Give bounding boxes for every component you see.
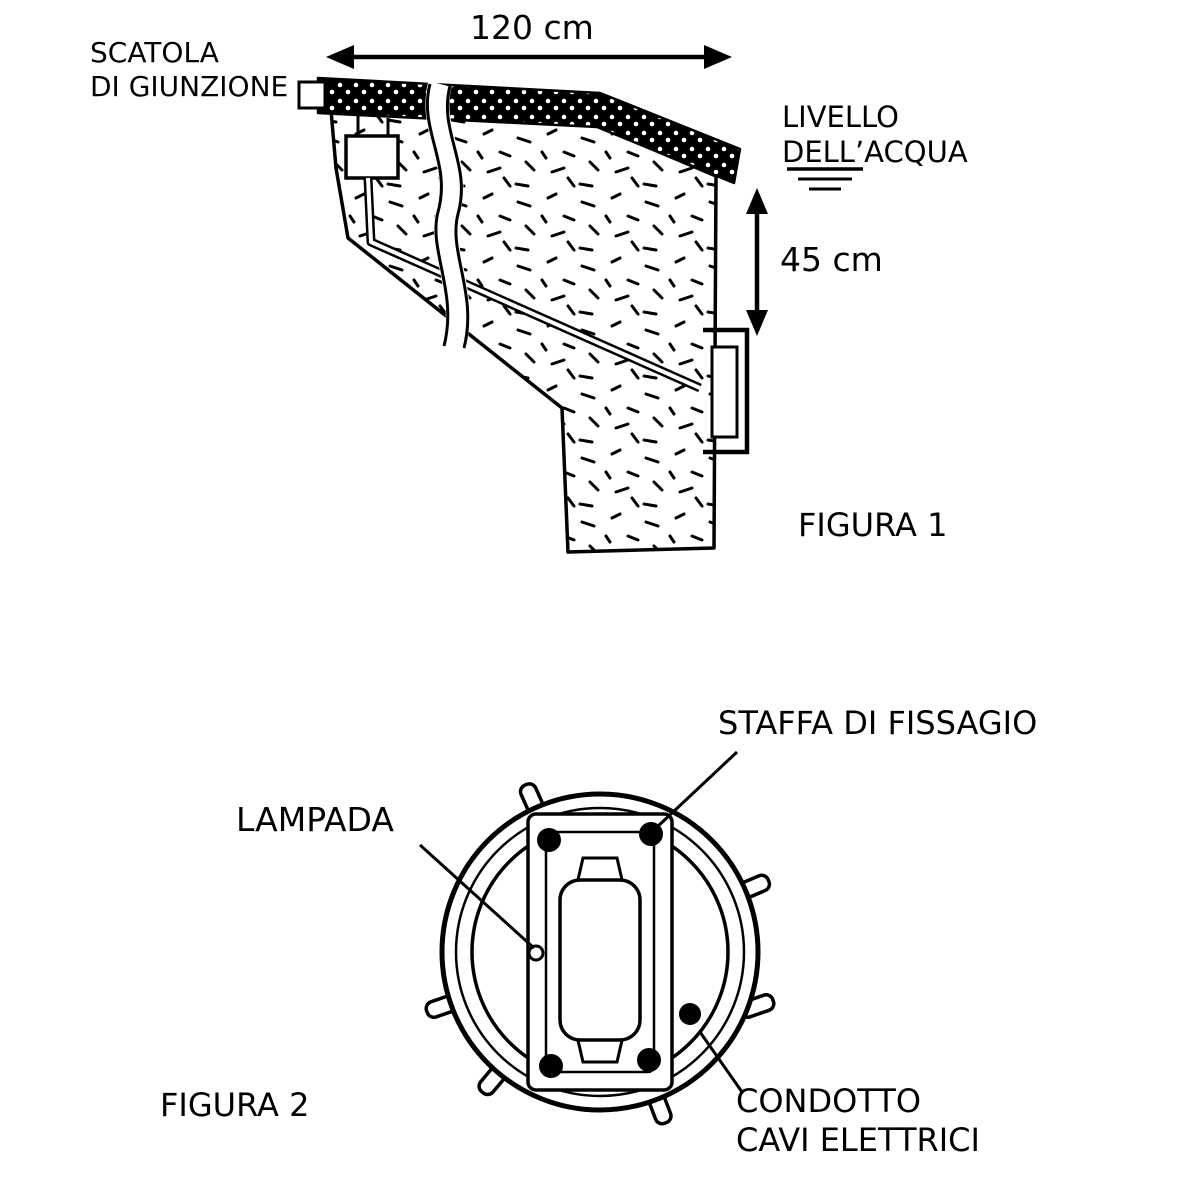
figure1-drawing — [297, 45, 863, 554]
leader-line-conduit — [698, 1031, 744, 1093]
label-width-dimension: 120 cm — [470, 8, 594, 47]
label-junction-box: SCATOLA DI GIUNZIONE — [90, 36, 289, 104]
figure2-drawing — [418, 750, 776, 1126]
figure1-caption: FIGURA 1 — [798, 506, 948, 544]
break-lines — [425, 80, 470, 350]
label-water-level: LIVELLO DELL’ACQUA — [782, 100, 968, 170]
leader-line-bracket — [654, 750, 739, 830]
junction-box — [344, 116, 400, 180]
figure2-caption: FIGURA 2 — [160, 1086, 310, 1124]
depth-dimension-arrow — [746, 188, 768, 336]
pool-wall-section — [329, 108, 718, 554]
leader-line-lamp — [418, 843, 536, 950]
conduit-pipe — [363, 177, 702, 393]
lamp-shape — [527, 856, 642, 1064]
niche-bracket — [703, 327, 750, 455]
conduit-entry-dot — [679, 1003, 701, 1025]
water-level-symbol — [787, 167, 863, 191]
width-dimension-arrow — [326, 45, 732, 69]
deck-band — [297, 76, 742, 185]
label-electrical-conduit: CONDOTTO CAVI ELETTRICI — [736, 1082, 980, 1160]
label-fixing-bracket: STAFFA DI FISSAGIO — [718, 704, 1038, 742]
label-depth-dimension: 45 cm — [780, 240, 883, 279]
label-lamp: LAMPADA — [236, 800, 394, 839]
